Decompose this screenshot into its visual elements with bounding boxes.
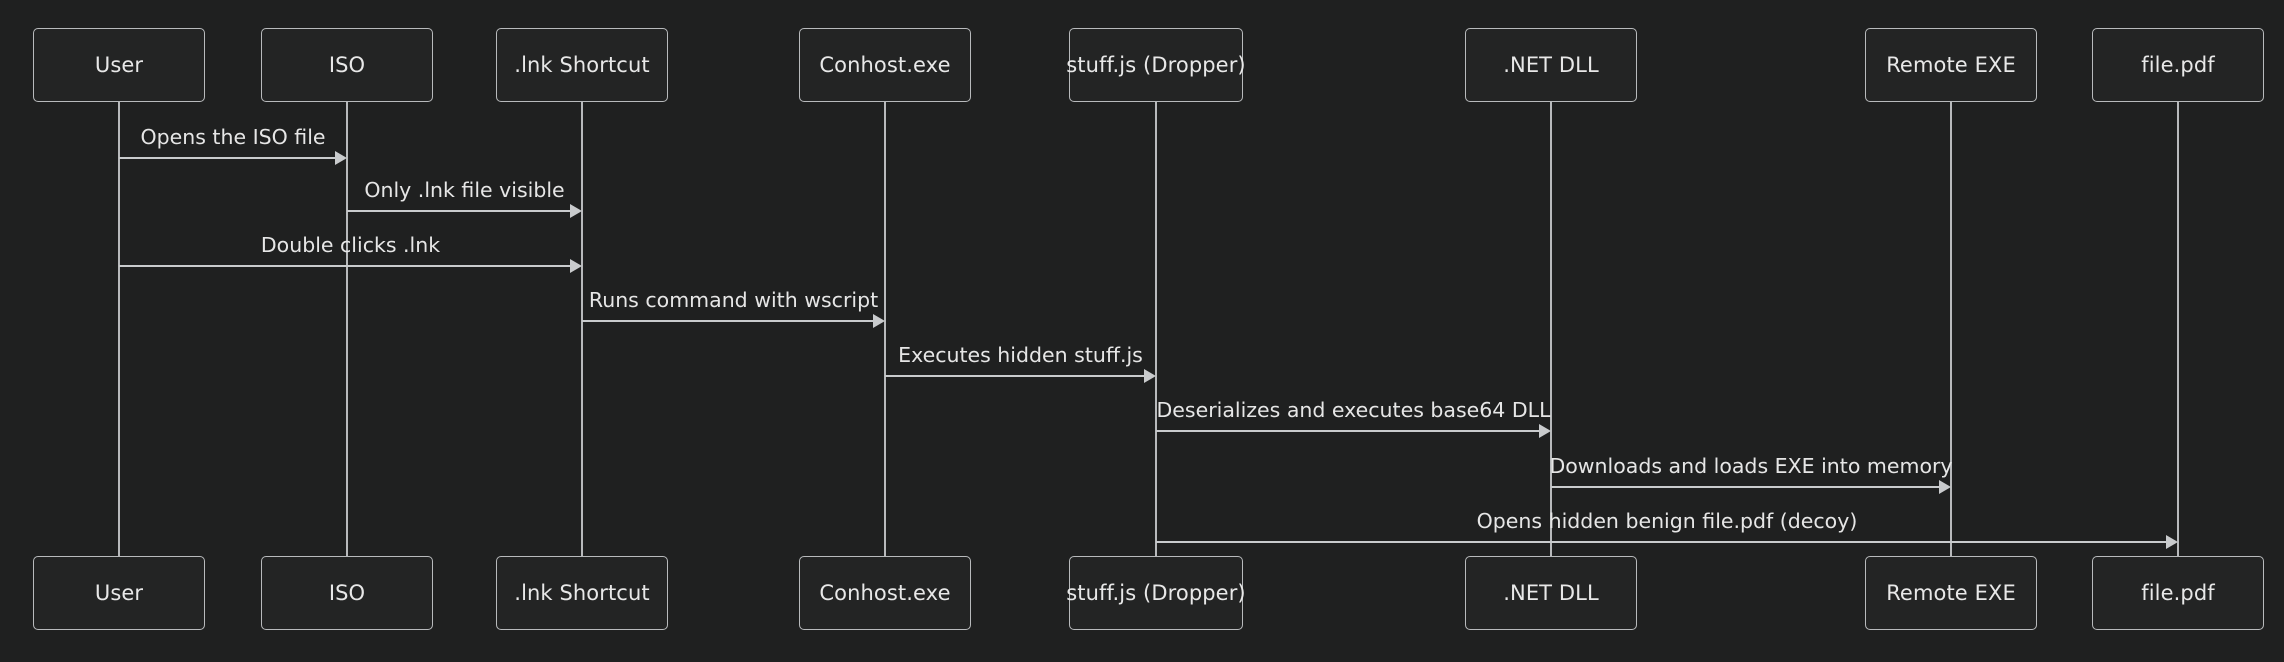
participant-footer-lnk[interactable]: .lnk Shortcut — [496, 556, 668, 630]
message-line-1 — [119, 157, 336, 159]
message-arrowhead-5 — [1144, 369, 1156, 383]
participant-header-remote-label: Remote EXE — [1886, 53, 2016, 77]
participant-footer-lnk-label: .lnk Shortcut — [514, 581, 650, 605]
participant-header-lnk-label: .lnk Shortcut — [514, 53, 650, 77]
participant-footer-remote[interactable]: Remote EXE — [1865, 556, 2037, 630]
participant-header-lnk[interactable]: .lnk Shortcut — [496, 28, 668, 102]
participant-header-remote[interactable]: Remote EXE — [1865, 28, 2037, 102]
message-arrowhead-7 — [1939, 480, 1951, 494]
lifeline-netdll — [1550, 102, 1552, 556]
participant-header-iso-label: ISO — [328, 53, 366, 77]
message-arrowhead-1 — [335, 151, 347, 165]
lifeline-filepdf — [2177, 102, 2179, 556]
participant-header-conhost-label: Conhost.exe — [819, 53, 951, 77]
message-line-6 — [1156, 430, 1540, 432]
message-line-4 — [582, 320, 874, 322]
participant-header-filepdf-label: file.pdf — [2141, 53, 2215, 77]
message-arrowhead-6 — [1539, 424, 1551, 438]
lifeline-remote — [1950, 102, 1952, 556]
participant-header-stuffjs-label: stuff.js (Dropper) — [1066, 53, 1246, 77]
message-label-6: Deserializes and executes base64 DLL — [1156, 398, 1551, 422]
participant-footer-iso[interactable]: ISO — [261, 556, 433, 630]
message-label-8: Opens hidden benign file.pdf (decoy) — [1476, 509, 1858, 533]
message-arrowhead-3 — [570, 259, 582, 273]
participant-footer-netdll-label: .NET DLL — [1503, 581, 1599, 605]
message-line-3 — [119, 265, 571, 267]
participant-header-iso[interactable]: ISO — [261, 28, 433, 102]
message-arrowhead-4 — [873, 314, 885, 328]
participant-footer-user[interactable]: User — [33, 556, 205, 630]
participant-footer-remote-label: Remote EXE — [1886, 581, 2016, 605]
message-arrowhead-8 — [2166, 535, 2178, 549]
participant-header-user[interactable]: User — [33, 28, 205, 102]
participant-footer-iso-label: ISO — [328, 581, 366, 605]
message-line-7 — [1551, 486, 1940, 488]
participant-header-netdll-label: .NET DLL — [1503, 53, 1599, 77]
participant-footer-stuffjs[interactable]: stuff.js (Dropper) — [1066, 556, 1246, 630]
message-label-4: Runs command with wscript — [588, 288, 879, 312]
participant-header-stuffjs[interactable]: stuff.js (Dropper) — [1066, 28, 1246, 102]
participant-footer-filepdf[interactable]: file.pdf — [2092, 556, 2264, 630]
message-label-5: Executes hidden stuff.js — [898, 343, 1143, 367]
participant-header-user-label: User — [94, 53, 144, 77]
participant-footer-stuffjs-label: stuff.js (Dropper) — [1066, 581, 1246, 605]
lifeline-conhost — [884, 102, 886, 556]
participant-footer-conhost-label: Conhost.exe — [819, 581, 951, 605]
message-line-2 — [347, 210, 571, 212]
message-line-5 — [885, 375, 1145, 377]
participant-header-netdll[interactable]: .NET DLL — [1465, 28, 1637, 102]
lifeline-lnk — [581, 102, 583, 556]
message-arrowhead-2 — [570, 204, 582, 218]
message-label-1: Opens the ISO file — [140, 125, 326, 149]
participant-footer-conhost[interactable]: Conhost.exe — [799, 556, 971, 630]
participant-footer-filepdf-label: file.pdf — [2141, 581, 2215, 605]
message-label-3: Double clicks .lnk — [260, 233, 441, 257]
participant-footer-user-label: User — [94, 581, 144, 605]
lifeline-user — [118, 102, 120, 556]
lifeline-stuffjs — [1155, 102, 1157, 556]
message-line-8 — [1156, 541, 2167, 543]
participant-header-filepdf[interactable]: file.pdf — [2092, 28, 2264, 102]
message-label-7: Downloads and loads EXE into memory — [1549, 454, 1953, 478]
message-label-2: Only .lnk file visible — [364, 178, 565, 202]
participant-footer-netdll[interactable]: .NET DLL — [1465, 556, 1637, 630]
lifeline-iso — [346, 102, 348, 556]
participant-header-conhost[interactable]: Conhost.exe — [799, 28, 971, 102]
